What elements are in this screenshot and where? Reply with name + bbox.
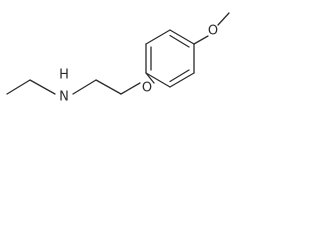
structural-formula: N H O O xyxy=(6,12,230,105)
bond-ethyl-ch2-n xyxy=(29,79,56,95)
bond-o-ch3 xyxy=(217,12,230,26)
ring-bond-b-c xyxy=(145,29,171,45)
ring-bond-c-d xyxy=(169,29,195,45)
atom-label-ether-oxygen: O xyxy=(142,81,152,96)
atom-label-nitrogen-hydrogen: H xyxy=(59,68,69,83)
bond-o-ring xyxy=(145,72,155,84)
bond-ch2-o xyxy=(120,82,141,95)
atom-label-nitrogen: N xyxy=(59,90,69,105)
ring-bond-f-a xyxy=(145,72,171,88)
ring-double-bond-e-f xyxy=(169,69,190,83)
ring-double-bond-c-d xyxy=(169,34,190,48)
bond-ethyl-ch3-ch2 xyxy=(6,79,31,95)
bond-n-ch2 xyxy=(72,79,97,95)
atom-label-methoxy-oxygen: O xyxy=(208,24,218,39)
ring-bond-e-f xyxy=(169,72,195,88)
bond-ch2-ch2 xyxy=(95,79,122,95)
bond-ring-o-methoxy xyxy=(193,35,209,45)
